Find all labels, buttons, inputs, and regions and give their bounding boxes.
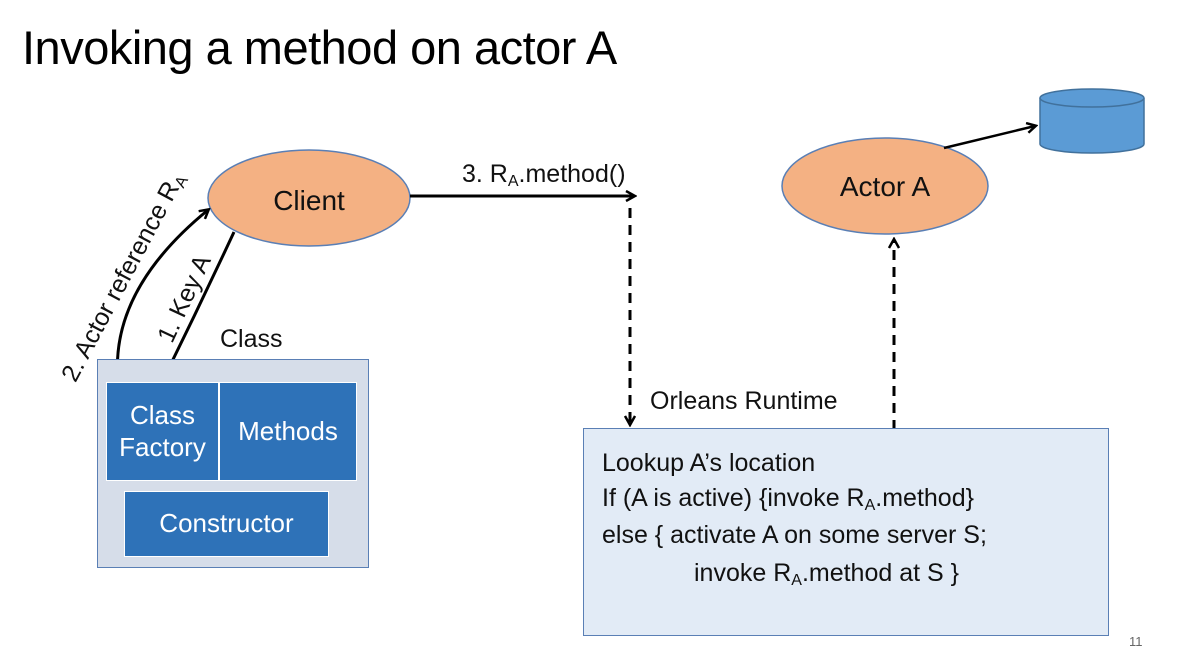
actor-to-db-arrow [943,126,1035,150]
method-call-label: 3. RA.method() [462,160,626,190]
actor-a-label: Actor A [839,171,931,202]
runtime-line-2: If (A is active) {invoke RA.method} [602,484,974,514]
runtime-line-3: else { activate A on some server S; [602,521,987,549]
runtime-line-1: Lookup A’s location [602,449,816,477]
methods-box: Methods [219,382,357,481]
class-container: Class Factory Methods Constructor [97,359,369,568]
constructor-box: Constructor [124,491,329,557]
runtime-line-4: invoke RA.method at S } [694,559,959,589]
slide-title: Invoking a method on actor A [22,21,617,74]
client-label: Client [273,185,345,216]
class-factory-box: Class Factory [106,382,219,481]
runtime-label: Orleans Runtime [650,387,838,415]
page-number: 11 [1129,634,1143,649]
class-label: Class [220,325,283,353]
database-icon [1039,88,1145,154]
client-ellipse [207,149,411,247]
reference-arrow [115,210,208,381]
runtime-box: Lookup A’s location If (A is active) {in… [583,428,1109,636]
actor-a-ellipse [781,137,989,235]
